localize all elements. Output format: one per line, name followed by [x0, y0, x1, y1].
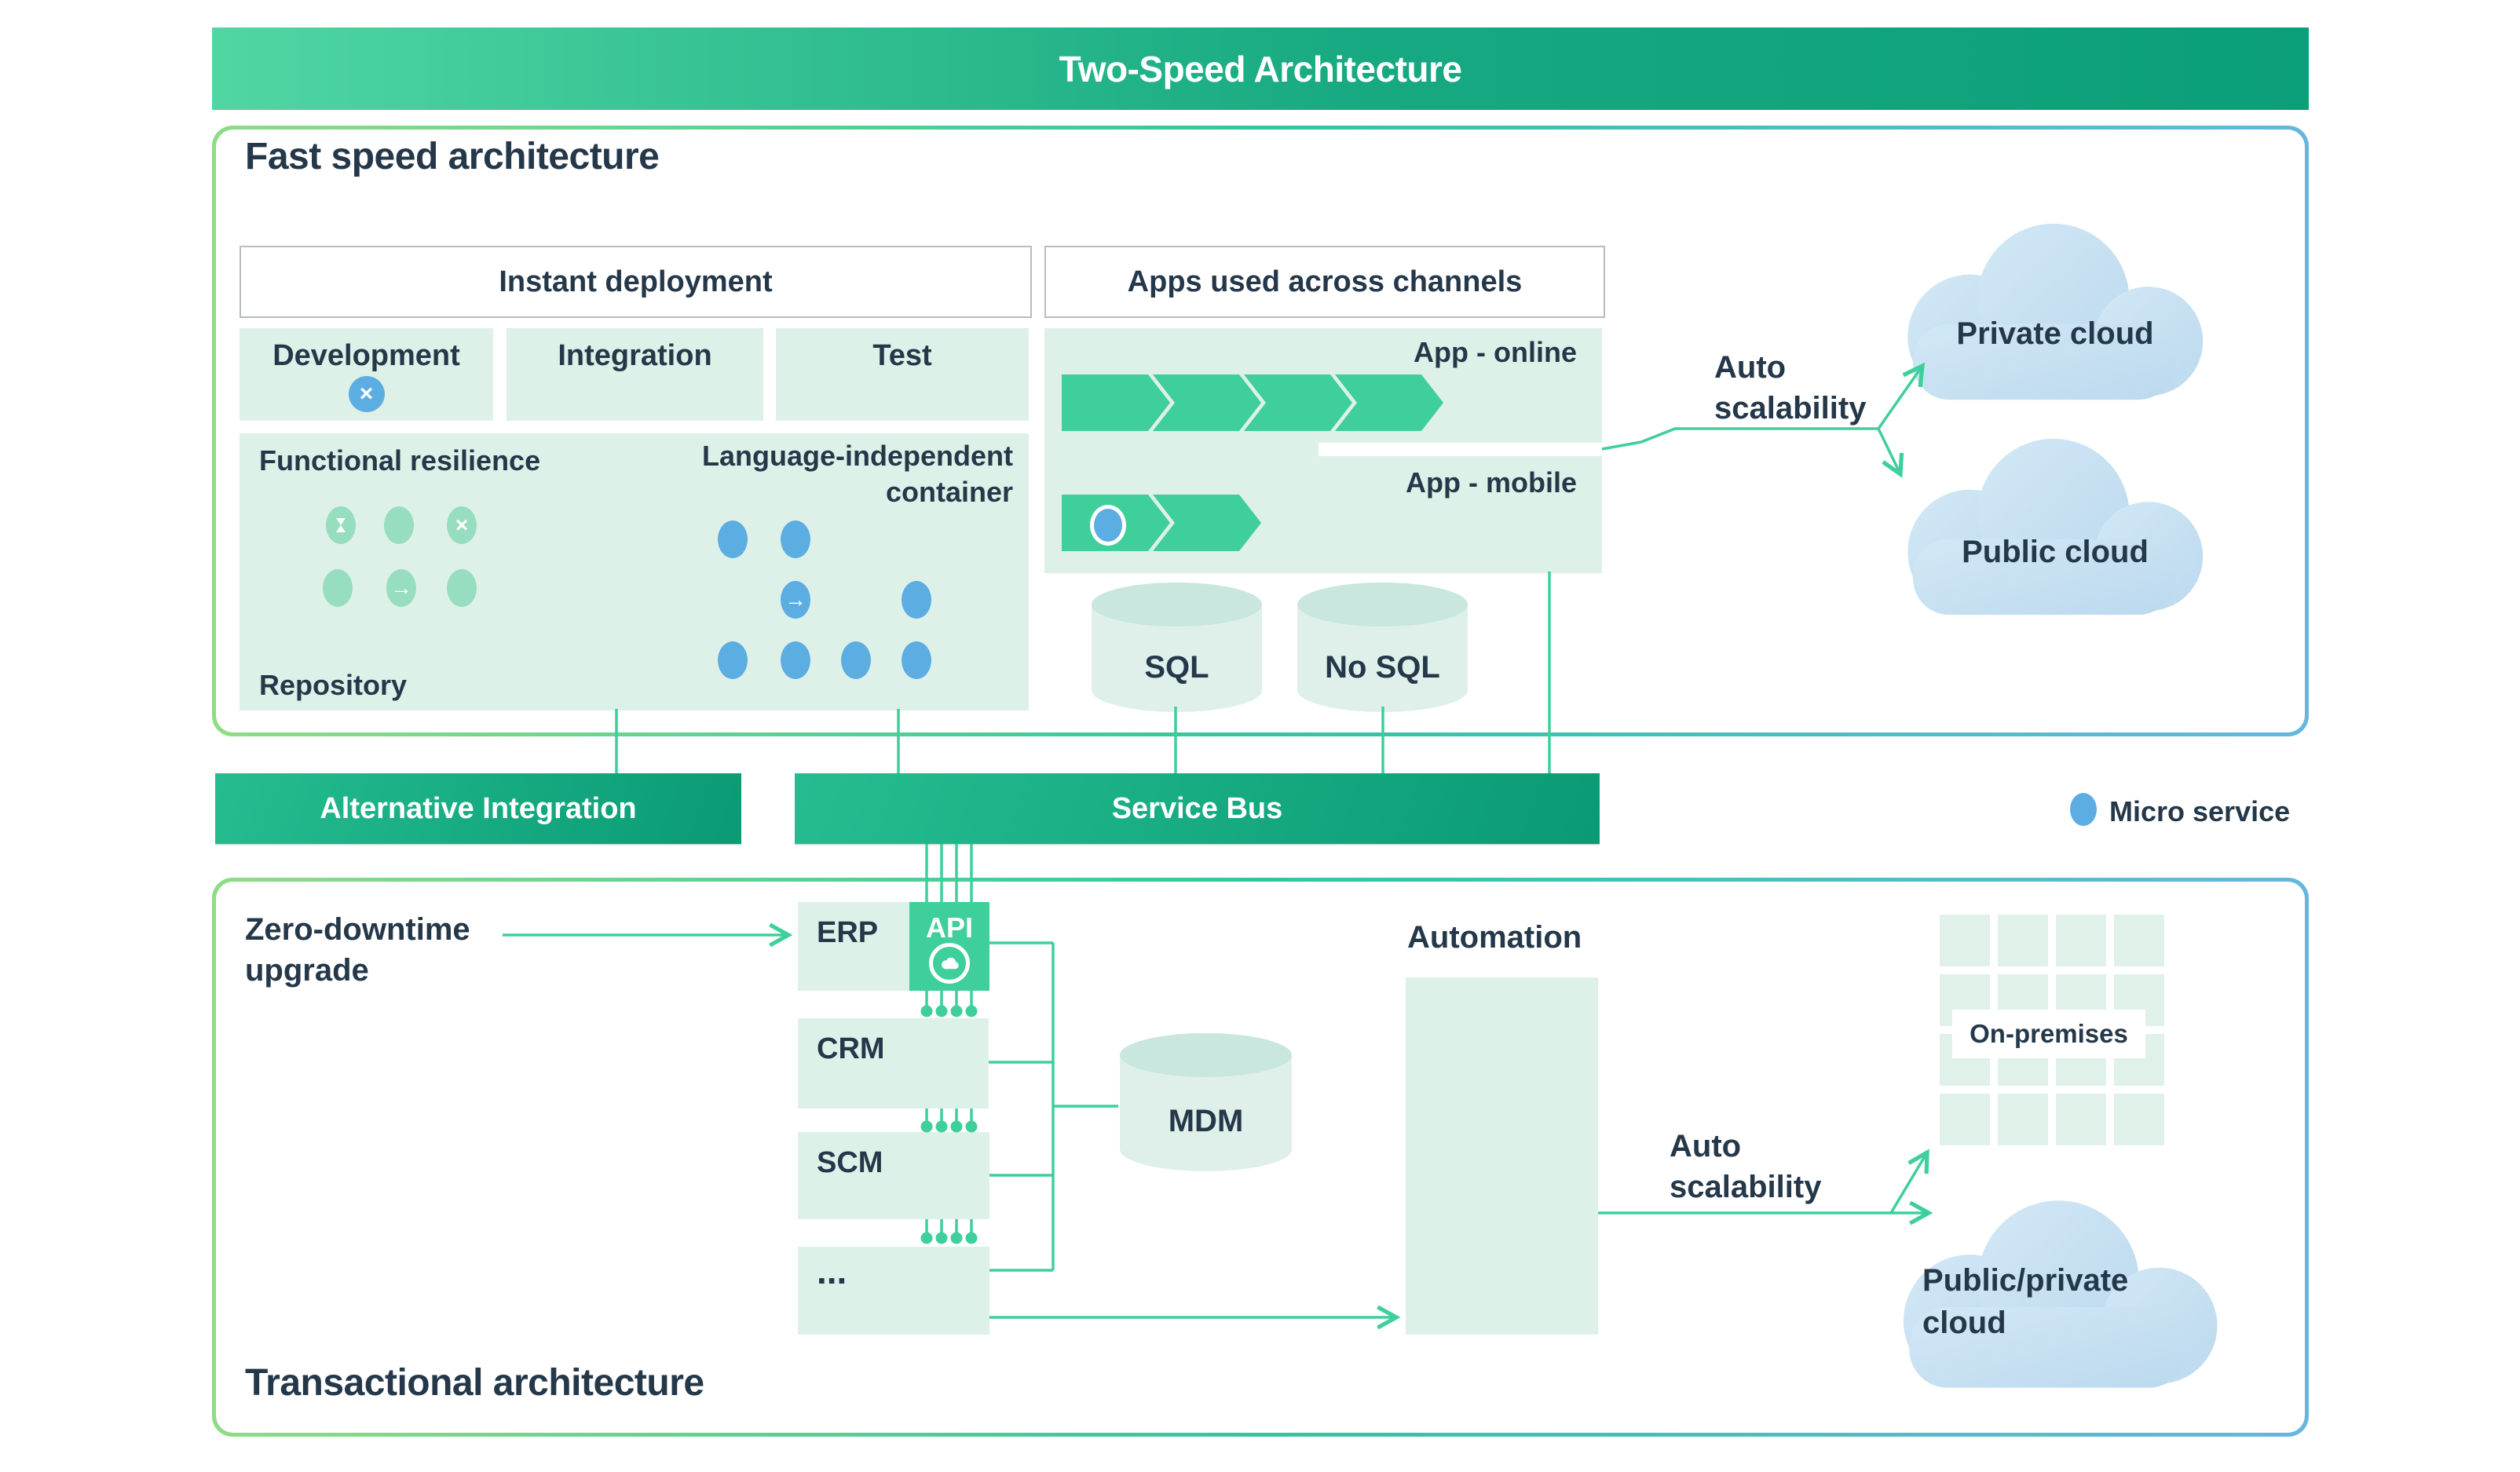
page-title-text: Two-Speed Architecture — [1059, 48, 1462, 89]
mdm-database: MDM — [1120, 1033, 1292, 1171]
erp-label: ERP — [817, 916, 879, 949]
test-box: Test — [776, 328, 1029, 421]
private-cloud-label: Private cloud — [1956, 316, 2154, 351]
on-premises-label: On-premises — [1952, 1010, 2145, 1058]
x-circle-icon: × — [348, 376, 385, 412]
repository-label: Repository — [259, 669, 408, 701]
transactional-section-heading: Transactional architecture — [245, 1362, 704, 1404]
micro-service-legend-icon — [2070, 793, 2097, 826]
micro-service-icon — [902, 581, 931, 619]
crm-box: CRM — [798, 1018, 989, 1109]
sql-label: SQL — [1144, 650, 1209, 685]
development-label: Development — [272, 339, 460, 372]
cloud-circle-icon — [929, 943, 970, 984]
auto-scalability-label-bottom: Auto scalability — [1670, 1129, 1822, 1204]
micro-service-icon — [841, 641, 871, 679]
public-cloud-icon — [1907, 438, 2204, 615]
apps-channels-header: Apps used across channels — [1044, 246, 1605, 318]
alternative-integration-label: Alternative Integration — [320, 791, 637, 825]
public-private-cloud-label: Public/private cloud — [1922, 1263, 2129, 1340]
api-label: API — [925, 911, 973, 944]
app-mobile-label: App - mobile — [1406, 466, 1577, 499]
other-systems-box: ... — [798, 1247, 989, 1335]
micro-service-icon — [781, 520, 810, 558]
other-systems-label: ... — [817, 1251, 847, 1291]
service-dot-icon — [447, 569, 477, 607]
automation-box — [1406, 977, 1598, 1335]
integration-label: Integration — [558, 339, 712, 372]
channel-divider — [1319, 443, 1602, 456]
repository-panel: Functional resilience Language-independe… — [240, 433, 1029, 710]
service-dot-icon — [323, 569, 353, 607]
zero-downtime-label: Zero-downtime upgrade — [245, 912, 470, 988]
scm-label: SCM — [817, 1146, 883, 1179]
arrow-right-icon: → — [781, 581, 810, 619]
service-dot-icon — [384, 506, 414, 544]
scm-box: SCM — [798, 1132, 989, 1219]
micro-service-legend-label: Micro service — [2109, 795, 2291, 827]
micro-service-icon — [718, 641, 748, 679]
page-title: Two-Speed Architecture — [212, 27, 2309, 110]
automation-label: Automation — [1407, 920, 1582, 955]
private-cloud-icon — [1907, 223, 2204, 400]
apps-channels-label: Apps used across channels — [1127, 265, 1523, 298]
micro-service-icon — [1090, 505, 1126, 546]
service-bus-bar: Service Bus — [795, 773, 1600, 844]
x-icon: × — [447, 506, 477, 544]
arrow-right-icon: → — [386, 569, 416, 607]
hourglass-icon — [326, 506, 356, 544]
micro-service-icon — [718, 520, 748, 558]
api-box: API — [909, 902, 989, 991]
micro-service-icon — [781, 641, 810, 679]
fast-section-heading: Fast speed architecture — [245, 136, 660, 177]
public-cloud-label: Public cloud — [1962, 535, 2149, 569]
alternative-integration-bar: Alternative Integration — [215, 773, 741, 844]
mdm-label: MDM — [1168, 1104, 1244, 1138]
micro-service-icon — [902, 641, 931, 679]
service-bus-label: Service Bus — [1111, 791, 1283, 825]
development-box: Development × — [240, 328, 493, 421]
language-container-label: Language-independent container — [702, 440, 1013, 508]
public-private-cloud-icon — [1903, 1200, 2218, 1388]
nosql-database: No SQL — [1297, 583, 1468, 712]
instant-deployment-label: Instant deployment — [499, 265, 773, 298]
functional-resilience-label: Functional resilience — [259, 444, 541, 477]
nosql-label: No SQL — [1325, 650, 1440, 685]
integration-box: Integration — [507, 328, 763, 421]
crm-label: CRM — [817, 1032, 885, 1065]
pipeline-chevron — [1062, 374, 1170, 431]
test-label: Test — [872, 339, 932, 372]
sql-database: SQL — [1092, 583, 1262, 712]
erp-box: ERP — [798, 902, 909, 991]
instant-deployment-header: Instant deployment — [240, 246, 1032, 318]
auto-scalability-label-top: Auto scalability — [1714, 350, 1867, 426]
apps-panel: App - online App - mobile — [1044, 328, 1602, 573]
app-online-label: App - online — [1414, 336, 1577, 368]
